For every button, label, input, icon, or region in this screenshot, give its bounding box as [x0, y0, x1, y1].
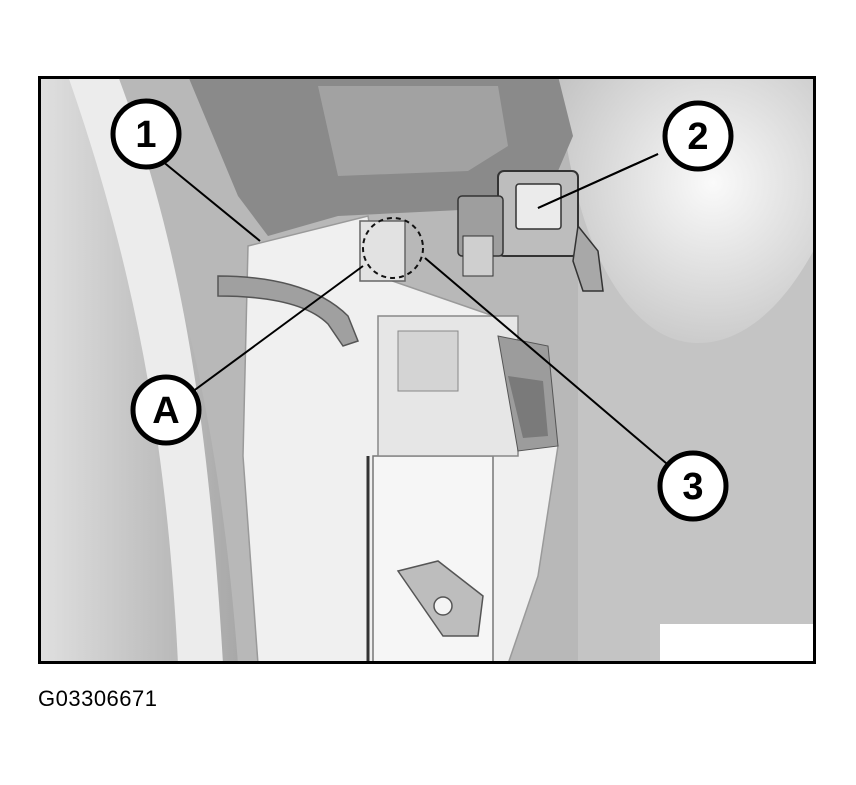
callout-2-label: 2 [687, 116, 708, 158]
leader-lines [155, 153, 694, 487]
callout-3-label: 3 [682, 466, 703, 508]
diagram-figure: 1 2 3 A [38, 76, 816, 664]
blank-patch [660, 624, 814, 662]
callout-2: 2 [662, 100, 734, 172]
sensor-component [457, 170, 604, 292]
callout-1-label: 1 [135, 114, 156, 156]
left-pillar-highlight [68, 76, 223, 664]
detail-circle-a [362, 217, 424, 279]
figure-caption: G03306671 [38, 686, 158, 711]
callout-a-label: A [152, 390, 179, 432]
mounting-clip [359, 220, 406, 282]
figure-frame [38, 76, 816, 664]
curved-housing [558, 76, 816, 344]
hose [217, 275, 359, 347]
upper-bracket [318, 86, 508, 176]
callout-3: 3 [657, 450, 729, 522]
callout-1: 1 [110, 98, 182, 170]
callout-a: A [130, 374, 202, 446]
